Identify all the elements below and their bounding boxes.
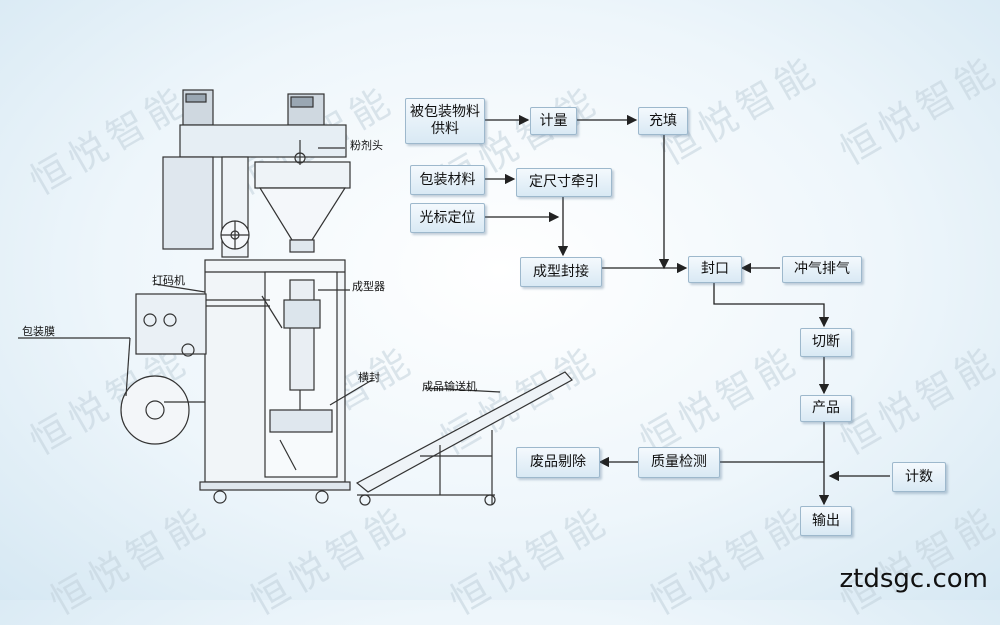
diagram-stage: 恒悦智能 恒悦智能 恒悦智能 恒悦智能 恒悦智能 恒悦智能 恒悦智能 恒悦智能 … (18, 47, 1000, 624)
label-conveyor: 成品输送机 (422, 380, 477, 393)
node-gas-flush: 冲气排气 (782, 256, 862, 283)
flow-arrows (483, 114, 890, 506)
node-material-feed: 被包装物料 供料 (405, 98, 485, 144)
node-cursor-positioning: 光标定位 (410, 203, 485, 233)
node-packaging-material: 包装材料 (410, 165, 485, 195)
site-url: ztdsgc.com (839, 564, 988, 594)
packaging-machine-drawing (18, 89, 573, 506)
label-film: 包装膜 (22, 325, 55, 338)
label-powder-head: 粉剂头 (350, 139, 383, 152)
node-cutting: 切断 (800, 328, 852, 357)
node-quality-inspection: 质量检测 (638, 447, 720, 478)
node-product: 产品 (800, 395, 852, 422)
node-metering: 计量 (530, 107, 577, 135)
node-reject-removal: 废品剔除 (516, 447, 600, 478)
node-counting: 计数 (892, 462, 946, 492)
node-fixed-length-pull: 定尺寸牵引 (516, 168, 612, 197)
label-horizontal-seal: 横封 (358, 371, 380, 384)
label-former: 成型器 (352, 280, 385, 293)
label-coder: 打码机 (152, 274, 185, 287)
node-forming-sealing: 成型封接 (520, 257, 602, 287)
node-sealing: 封口 (688, 256, 742, 283)
node-output: 输出 (800, 506, 852, 536)
node-filling: 充填 (638, 107, 688, 135)
